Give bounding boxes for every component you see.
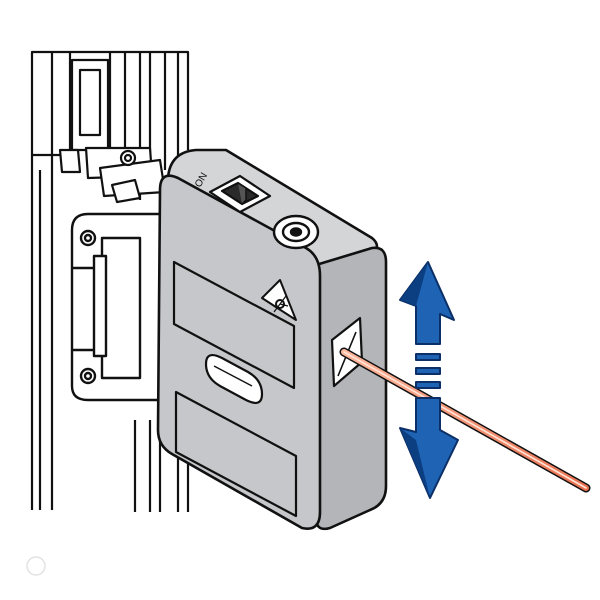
- power-switch-icon[interactable]: ON: [193, 171, 272, 214]
- rail-clamp-block: [58, 58, 167, 204]
- upper-label-panel: [172, 260, 296, 390]
- laser-warning-icon: [261, 279, 297, 321]
- arrow-gap-stripe: [415, 353, 441, 361]
- arrow-gap-stripe: [415, 381, 441, 389]
- lower-label-panel: [174, 390, 298, 518]
- circle-mark-icon: [26, 556, 46, 576]
- vertical-double-arrow-icon: [399, 261, 459, 499]
- arrow-gap-stripe: [415, 367, 441, 375]
- laser-beam: [339, 347, 591, 493]
- oval-window: [204, 353, 264, 405]
- mounting-bracket: [70, 212, 162, 402]
- front-panels: [172, 260, 298, 518]
- down-arrow: [399, 397, 459, 499]
- housing-side-face: [304, 246, 388, 531]
- lens-icon: [272, 214, 320, 250]
